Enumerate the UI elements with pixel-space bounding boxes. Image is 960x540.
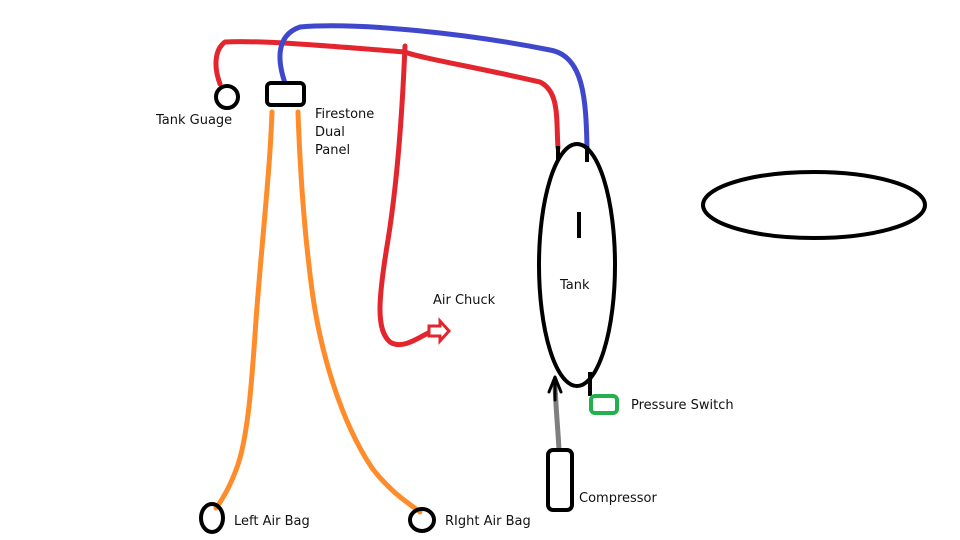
right-air-bag-label: RIght Air Bag [445, 514, 531, 529]
blue-line-panel-to-tank [277, 23, 590, 151]
left-air-bag-label: Left Air Bag [234, 514, 310, 529]
red-line-to-air-chuck [377, 43, 433, 348]
air-chuck-label: Air Chuck [433, 293, 496, 308]
tank-shape [537, 142, 617, 388]
panel-label-line2: Dual [315, 125, 345, 140]
panel-label-line3: Panel [315, 143, 351, 158]
tank-gauge-icon [214, 84, 240, 110]
compressor-icon [546, 448, 574, 512]
air-chuck-arrow-icon [427, 317, 452, 345]
compressor-label: Compressor [579, 491, 657, 506]
tank-label: Tank [560, 278, 590, 293]
unlabeled-ellipse [701, 170, 927, 240]
pressure-switch-label: Pressure Switch [631, 398, 734, 413]
pressure-switch-icon [589, 394, 619, 415]
right-air-bag-icon [408, 507, 436, 533]
left-air-bag-icon [199, 502, 225, 534]
compressor-arrow-icon [547, 375, 563, 402]
dual-panel-icon [265, 81, 306, 107]
tank-gauge-label: Tank Guage [156, 113, 233, 128]
orange-line-left-bag [213, 109, 275, 511]
panel-label-line1: Firestone [315, 107, 375, 122]
orange-line-right-bag [295, 109, 423, 515]
